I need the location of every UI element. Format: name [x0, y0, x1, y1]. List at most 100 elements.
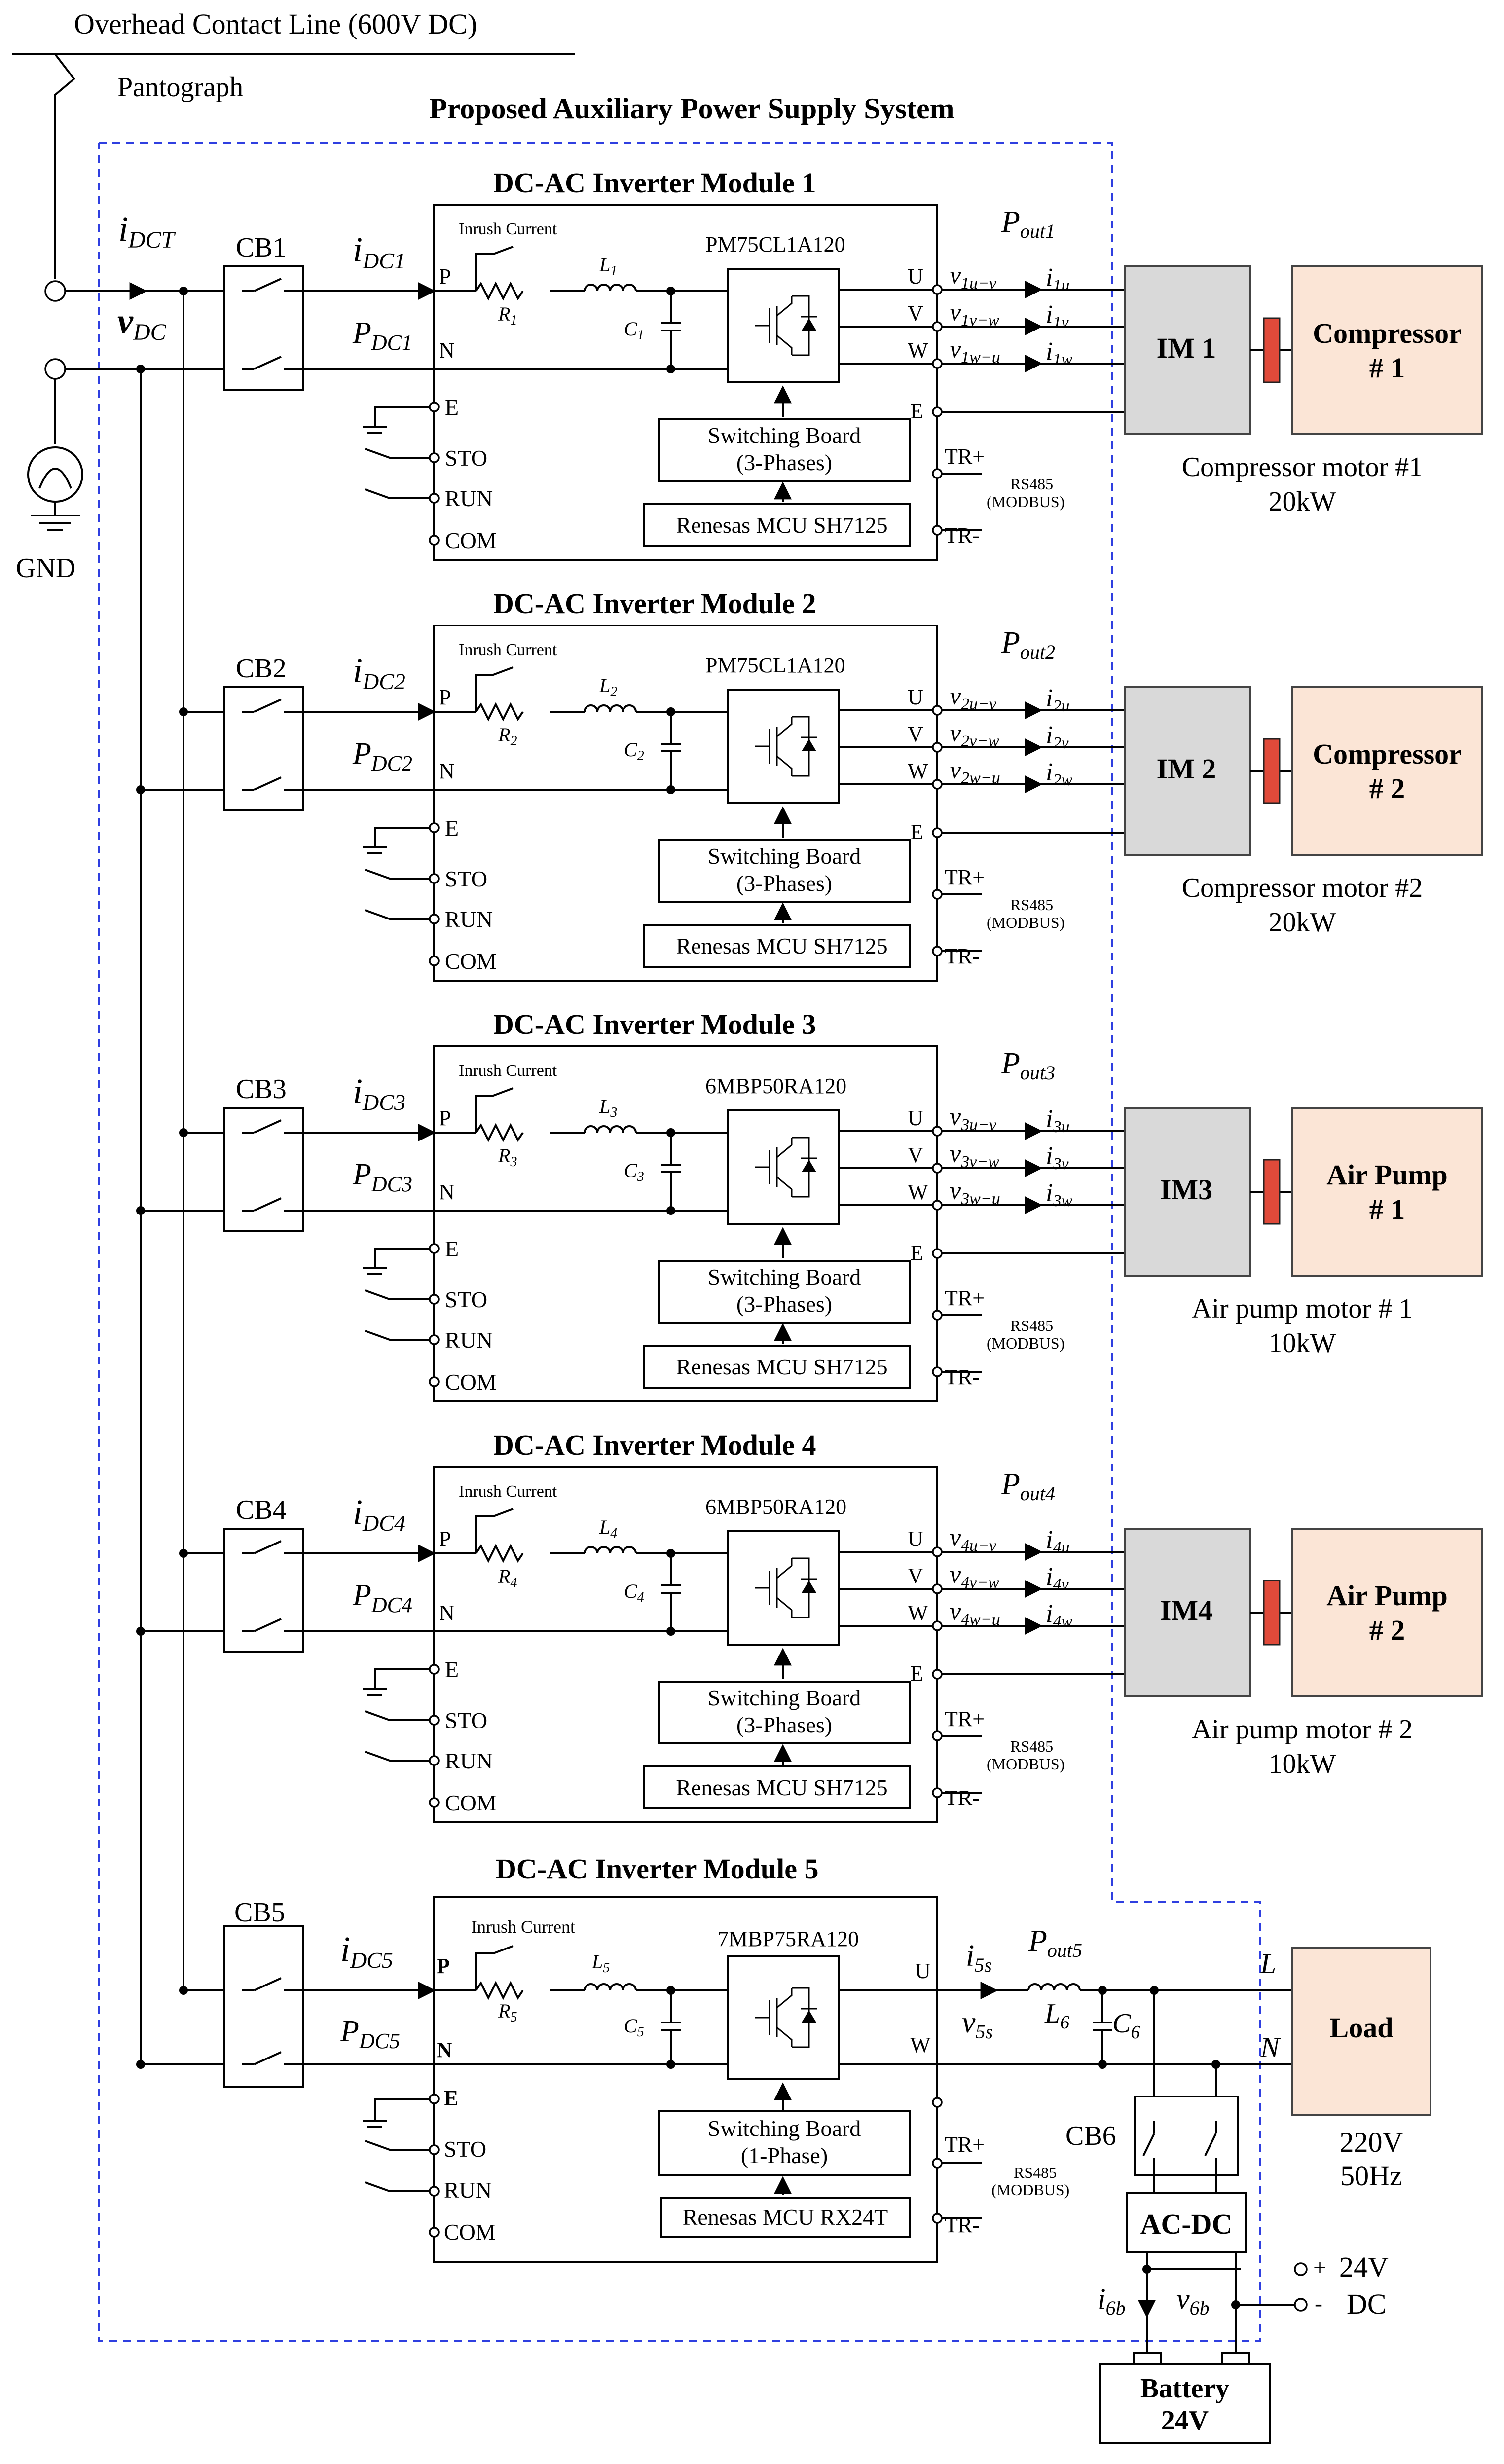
module-1-switch-n-blade: [254, 356, 282, 370]
m5-switching-board: [658, 2110, 911, 2176]
module-1-v-v-label: v1v−w: [950, 298, 999, 330]
module-2-motor-power: 20kW: [1269, 907, 1336, 938]
module-1-run-node: [429, 493, 440, 504]
dc-plus-sign: +: [1313, 2254, 1326, 2280]
module-4-trplus-terminal: TR+: [945, 1707, 985, 1731]
module-1-out-node-v: [932, 321, 943, 332]
module-3-trplus-terminal: TR+: [945, 1286, 985, 1310]
module-1-coupling: [1263, 317, 1281, 383]
module-2-sto-node: [429, 873, 440, 884]
module-4-igbt-icon: [755, 1557, 817, 1618]
cb6-l-blade: [1142, 2133, 1155, 2156]
battery-box: [1099, 2363, 1271, 2444]
module-2-igbt-collector: [776, 717, 793, 737]
pantograph-label: Pantograph: [117, 72, 243, 103]
module-2-e-right-node: [932, 827, 943, 838]
l6-label: L6: [1044, 1998, 1069, 2033]
m5-switching-board-line2: (1-Phase): [741, 2143, 828, 2168]
module-1-cb-breaker: [223, 265, 304, 391]
module-2-cb-label: CB2: [236, 653, 287, 684]
module-1-i-dc-label: iDC1: [353, 230, 405, 273]
module-4-p-junction: [179, 1549, 188, 1558]
module-1-motor-description: Compressor motor #1: [1182, 452, 1423, 482]
m5-igbt-icon: [755, 1987, 817, 2048]
module-3-run-switch: [365, 1330, 430, 1341]
v-dc-label: vDC: [117, 301, 167, 345]
module-1-mcu-box: [643, 503, 911, 547]
module-2-p-terminal: P: [439, 685, 451, 709]
module-4-load-box: [1291, 1528, 1483, 1697]
module-1-modbus-label: (MODBUS): [987, 493, 1064, 511]
module-3-e-right-node: [932, 1248, 943, 1259]
module-2-n-terminal: N: [439, 759, 455, 783]
module-1-i-u-label: i1u: [1046, 263, 1069, 294]
m5-cap-node-bottom: [666, 2060, 675, 2069]
module-2-v-w-label: v2w−u: [950, 756, 1000, 787]
dc-negative-node: [1231, 2300, 1240, 2309]
m5-inductor-label: L5: [591, 1950, 610, 1976]
module-2-mcu-box: [643, 924, 911, 968]
module-2-coupling: [1263, 738, 1281, 804]
module-2-i-v-label: i2v: [1046, 721, 1069, 752]
m5-e-terminal: E: [444, 2086, 458, 2110]
module-2-v-v-label: v2v−w: [950, 719, 999, 750]
module-1-pout-label: Pout1: [1001, 205, 1055, 242]
m5-mcu-box: [660, 2197, 911, 2238]
module-1-sto-terminal: STO: [445, 445, 487, 471]
module-1-control-switches: [363, 406, 430, 499]
module-2-terminal-w: W: [908, 759, 928, 783]
module-3-title: DC-AC Inverter Module 3: [493, 1008, 816, 1040]
module-3-i-u-label: i3u: [1046, 1105, 1069, 1136]
module-4-motor-box: [1124, 1528, 1251, 1697]
module-3-terminal-w: W: [908, 1180, 928, 1204]
module-2-mcu-label: Renesas MCU SH7125: [676, 933, 887, 958]
acdc-box: [1126, 2192, 1247, 2253]
module-3-load-name: Air Pump: [1326, 1159, 1447, 1191]
module-1-terminal-w: W: [908, 338, 928, 363]
module-3-e-terminal: E: [445, 1236, 459, 1261]
module-1-ipm-part: PM75CL1A120: [705, 232, 845, 257]
module-2-enclosure: [433, 625, 938, 982]
module-3-inrush-label: Inrush Current: [459, 1062, 557, 1080]
module-4-terminal-v: V: [908, 1564, 923, 1588]
module-1-title: DC-AC Inverter Module 1: [493, 167, 816, 199]
module-2-title: DC-AC Inverter Module 2: [493, 588, 816, 620]
module-3-terminal-v: V: [908, 1143, 923, 1167]
module-3-diode-triangle: [802, 1160, 816, 1172]
module-1-cap-node-top: [666, 287, 675, 295]
i-dc5-label: iDC5: [340, 1929, 393, 1973]
module-3-switching-board: [658, 1260, 911, 1324]
overhead-line-title: Overhead Contact Line (600V DC): [74, 8, 477, 40]
m5-inrush-label: Inrush Current: [471, 1917, 575, 1937]
module-2-n-junction: [136, 785, 145, 794]
module-2-p-junction: [179, 707, 188, 716]
module-4-sto-switch: [365, 1710, 430, 1721]
module-2-inductor: [584, 704, 637, 712]
module-1-mcu-label: Renesas MCU SH7125: [676, 513, 887, 538]
m5-e-node: [429, 2094, 440, 2104]
module-4-e-right-node: [932, 1669, 943, 1680]
module-4-igbt-emitter: [776, 1597, 793, 1618]
module-2-trplus-terminal: TR+: [945, 865, 985, 889]
module-1-motor-power: 20kW: [1269, 486, 1336, 517]
module-3-p-junction: [179, 1128, 188, 1137]
c6-node-bottom: [1098, 2060, 1107, 2069]
module-4-sto-terminal: STO: [445, 1708, 487, 1733]
module-3-trminus-terminal: TR-: [945, 1365, 980, 1389]
module-1-inductor: [584, 284, 637, 292]
module-1-cb-label: CB1: [236, 232, 287, 263]
module-4-motor-description: Air pump motor # 2: [1192, 1714, 1413, 1745]
module-1-trplus-node: [932, 468, 943, 479]
ground-motor-curve: [38, 468, 72, 489]
m5-p-terminal: P: [437, 1954, 450, 1978]
module-2-switching-board-line2: (3-Phases): [736, 871, 832, 896]
module-2-trminus-terminal: TR-: [945, 944, 980, 968]
module-3-resistor-label: R3: [498, 1144, 517, 1170]
module-1-i-w-label: i1w: [1046, 337, 1072, 368]
module-1-v-w-label: v1w−u: [950, 335, 1000, 367]
module-1-trminus-node: [932, 525, 943, 536]
module-1-trminus-terminal: TR-: [945, 523, 980, 548]
module-2-out-node-u: [932, 705, 943, 716]
module-3-igbt-emitter: [776, 1176, 793, 1197]
